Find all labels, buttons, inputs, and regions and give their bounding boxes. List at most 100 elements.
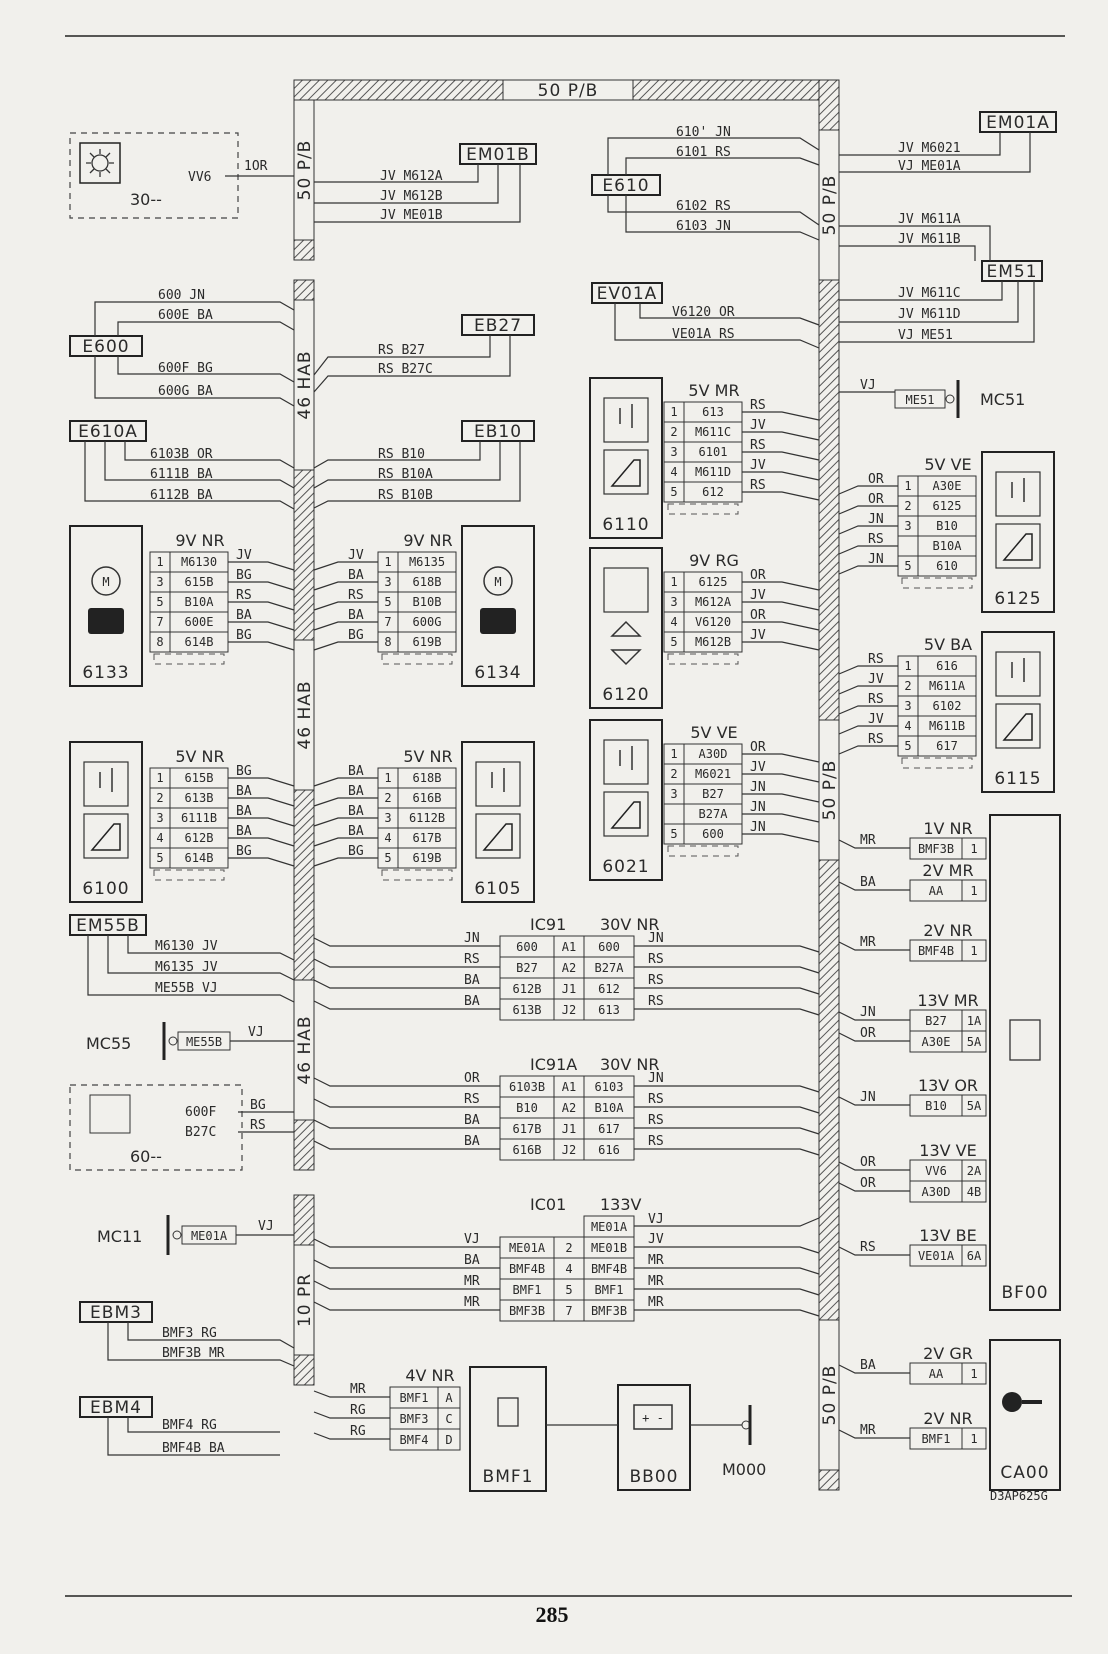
signal-name: B27A xyxy=(699,807,729,821)
connector-ebm4[interactable] xyxy=(79,1396,153,1418)
signal-cell xyxy=(397,847,457,869)
connector-e600[interactable] xyxy=(69,335,143,357)
connector-key xyxy=(667,653,739,665)
wire xyxy=(742,813,820,823)
wire xyxy=(313,561,378,571)
connector-key xyxy=(153,653,225,665)
connector-key xyxy=(667,845,739,857)
wire-color: OR xyxy=(868,492,884,507)
wire-mc55-color: VJ xyxy=(248,1025,264,1040)
connector-eb27[interactable] xyxy=(461,314,535,336)
wire xyxy=(313,1280,500,1290)
harness-label-left-bottom: 10 PR xyxy=(295,1273,315,1327)
page-number: 285 xyxy=(536,1602,569,1627)
pin-number: 1 xyxy=(670,405,677,419)
wire-color: OR xyxy=(860,1026,876,1041)
wires-e610a xyxy=(84,441,295,510)
wire xyxy=(228,621,295,631)
connector-ev01a[interactable] xyxy=(591,282,663,304)
pin-number: 3 xyxy=(670,787,677,801)
wire-eb10-2: RS B10A xyxy=(378,467,433,482)
wire-em01b-1: JV M612A xyxy=(380,169,443,184)
connector-e610a[interactable] xyxy=(69,420,147,442)
fuse-block-header: 2V GR xyxy=(923,1344,973,1363)
wire xyxy=(634,945,820,953)
component-6125-header: 5V VE xyxy=(924,455,971,474)
wire-color: JN xyxy=(464,931,480,946)
component-6115-label: 6115 xyxy=(994,769,1041,789)
pin-number: 3 xyxy=(156,575,163,589)
pin-number: 5 xyxy=(670,827,677,841)
wire-color: BA xyxy=(860,875,876,890)
component-6021-header: 5V VE xyxy=(690,723,737,742)
signal-name: M611A xyxy=(929,679,966,693)
signal-name: 612B xyxy=(185,831,214,845)
wire xyxy=(634,966,820,974)
switch-contact-icon xyxy=(619,746,633,770)
fuse-block-header: 13V MR xyxy=(917,991,978,1010)
wire-color: JN xyxy=(750,820,766,835)
wire xyxy=(634,1008,820,1016)
wire-color: BA xyxy=(236,804,252,819)
component-6115-body xyxy=(981,631,1055,793)
signal-name: B10 xyxy=(936,519,958,533)
switch-icon xyxy=(995,471,1041,517)
connector-ebm3[interactable] xyxy=(79,1301,153,1323)
signal-name: 617B xyxy=(513,1122,542,1136)
wire xyxy=(838,725,898,735)
wire xyxy=(313,979,500,989)
inline-ic91a-spec: 30V NR xyxy=(600,1055,659,1074)
wire xyxy=(838,941,910,951)
connector-eb10[interactable] xyxy=(461,420,535,442)
wire-mc11-color: VJ xyxy=(258,1219,274,1234)
signal-name: 616B xyxy=(513,1143,542,1157)
connector-em01a[interactable] xyxy=(979,111,1057,133)
component-6110-label: 6110 xyxy=(602,515,649,535)
signal-name: 613B xyxy=(185,791,214,805)
wire xyxy=(634,1267,820,1275)
wire-color: MR xyxy=(464,1274,480,1289)
wire xyxy=(742,793,820,803)
wires-e610 xyxy=(607,137,820,241)
component-bb00-label: BB00 xyxy=(630,1467,679,1487)
component-bb00[interactable] xyxy=(617,1384,691,1491)
wire-em51-1: JV M611A xyxy=(898,212,961,227)
switch-contact-icon xyxy=(99,768,113,792)
pin-number: A2 xyxy=(562,1101,576,1115)
wire-color: VJ xyxy=(648,1212,664,1227)
connector-em51[interactable] xyxy=(981,260,1043,282)
wire-e610-2: 6101 RS xyxy=(676,145,731,160)
pin-cell xyxy=(961,1030,987,1053)
fuse-block-header: 13V BE xyxy=(919,1226,976,1245)
harness-label-left-mid: 46 HAB xyxy=(295,350,315,419)
wires-em55b xyxy=(87,935,295,1003)
signal-name: ME01B xyxy=(591,1241,627,1255)
connector-em01b-label: EM01B xyxy=(466,145,530,165)
signal-name: BMF1 xyxy=(400,1391,429,1405)
wire-color: JV xyxy=(750,418,766,433)
wires-eb27 xyxy=(313,335,511,393)
motor-icon xyxy=(91,566,121,596)
pin-number: 1 xyxy=(970,842,977,856)
switch-icon xyxy=(475,761,521,807)
wires-em01a xyxy=(839,132,1031,173)
pin-number: 5 xyxy=(565,1283,572,1297)
window-icon xyxy=(603,449,649,495)
signal-name: B27A xyxy=(595,961,625,975)
signal-name: BMF4B xyxy=(591,1262,627,1276)
